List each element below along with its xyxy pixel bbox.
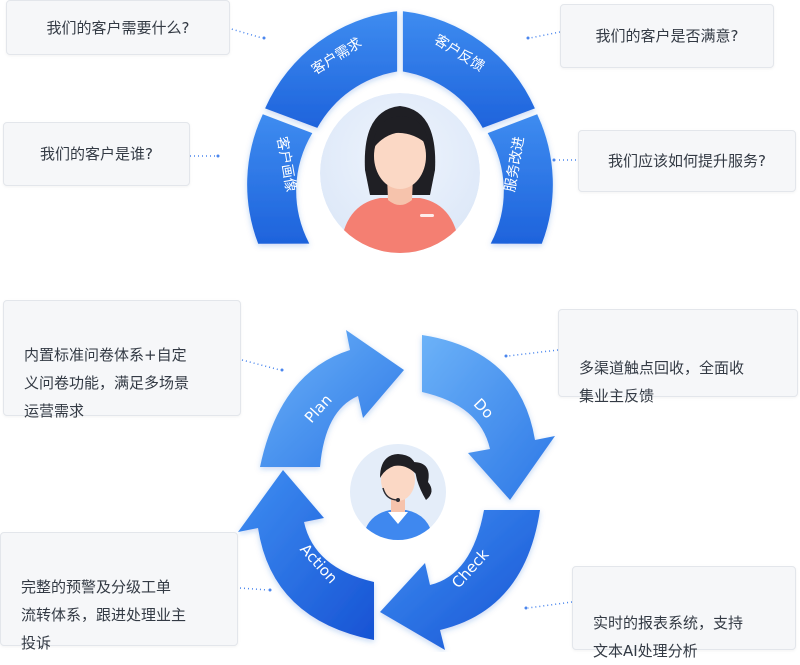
pdca-cycle: Plan Do Check Action: [238, 330, 555, 650]
top-ring: [247, 11, 553, 244]
feature-card-action: 完整的预警及分级工单 流转体系，跟进处理业主 投诉: [0, 532, 238, 652]
feature-text-plan: 内置标准问卷体系+自定 义问卷功能，满足多场景 运营需求: [24, 346, 190, 420]
question-card-needs: 我们的客户需要什么?: [6, 0, 230, 55]
segment-needs: [265, 11, 398, 128]
question-text-satisfaction: 我们的客户是否满意?: [595, 27, 739, 45]
arrow-plan: [260, 330, 404, 467]
segment-feedback: [402, 11, 535, 128]
arrow-do: [422, 335, 555, 500]
feature-text-do: 多渠道触点回收，全面收 集业主反馈: [579, 359, 745, 405]
question-card-who: 我们的客户是谁?: [3, 122, 190, 186]
feature-card-do: 多渠道触点回收，全面收 集业主反馈: [558, 309, 798, 405]
question-card-improve: 我们应该如何提升服务?: [578, 130, 796, 192]
arrow-check: [380, 510, 540, 650]
segment-portrait: [247, 114, 313, 244]
customer-avatar-icon: [316, 89, 484, 257]
segment-improvement: [487, 114, 553, 244]
bottom-connectors: [239, 349, 573, 610]
top-connectors: [190, 27, 580, 162]
feature-text-action: 完整的预警及分级工单 流转体系，跟进处理业主 投诉: [21, 578, 187, 652]
feature-card-check: 实时的报表系统，支持 文本AI处理分析: [572, 566, 796, 660]
feature-text-check: 实时的报表系统，支持 文本AI处理分析: [593, 614, 744, 660]
question-text-improve: 我们应该如何提升服务?: [608, 152, 766, 170]
feature-card-plan: 内置标准问卷体系+自定 义问卷功能，满足多场景 运营需求: [3, 300, 241, 420]
agent-avatar-icon: [350, 444, 446, 540]
question-card-satisfaction: 我们的客户是否满意?: [560, 4, 774, 68]
question-text-needs: 我们的客户需要什么?: [46, 18, 190, 37]
question-text-who: 我们的客户是谁?: [40, 145, 153, 163]
arrow-action: [238, 470, 374, 640]
